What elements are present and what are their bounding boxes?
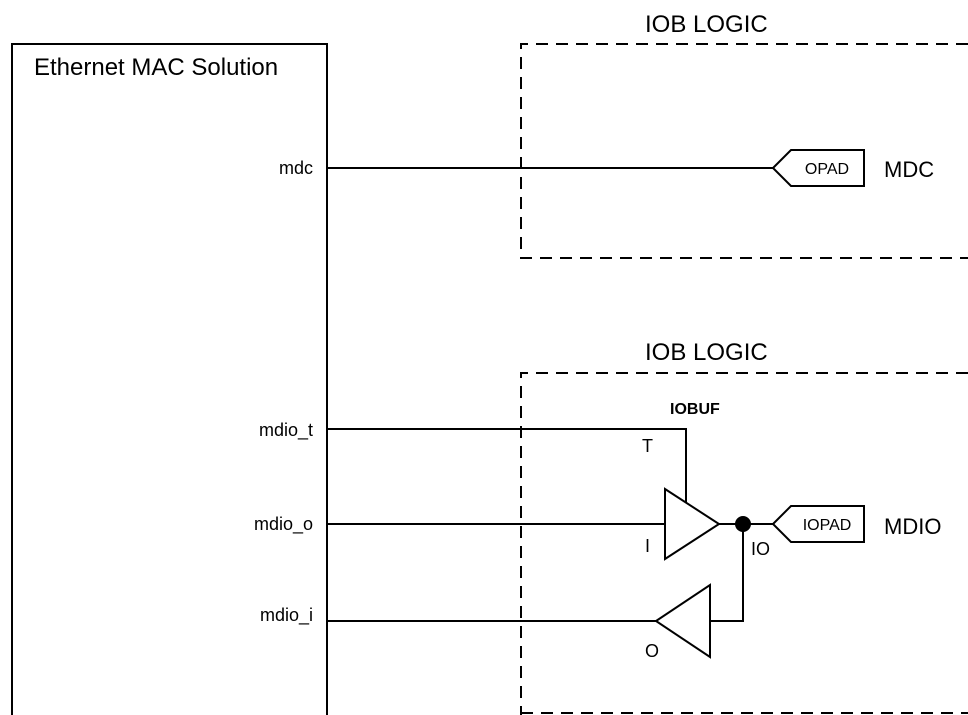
iopad-label: IOPAD — [803, 517, 852, 534]
iob-bottom-boundary — [520, 372, 968, 715]
iob-logic-bottom: IOB LOGIC IOBUF — [520, 339, 968, 715]
io-feedback-wire — [710, 524, 744, 622]
mdio-i-path: mdio_i O — [260, 524, 744, 661]
port-io-label: IO — [751, 539, 770, 559]
signal-mdio-t-label: mdio_t — [259, 420, 313, 441]
iob-bottom-label: IOB LOGIC — [645, 339, 768, 366]
iob-top-label: IOB LOGIC — [645, 11, 768, 38]
mdc-path: mdc OPAD MDC — [279, 149, 934, 187]
signal-mdio-i-label: mdio_i — [260, 605, 313, 626]
mac-block-title: Ethernet MAC Solution — [34, 54, 278, 81]
opad-label: OPAD — [805, 161, 849, 178]
port-i-label: I — [645, 536, 650, 556]
mdio-t-path: mdio_t T — [259, 420, 687, 508]
port-o-label: O — [645, 641, 659, 661]
input-buffer-triangle — [654, 583, 711, 659]
ethernet-mac-block: Ethernet MAC Solution — [11, 43, 328, 715]
mdio-o-path: mdio_o I IO IOPAD MDIO — [254, 487, 941, 561]
iobuf-label: IOBUF — [670, 401, 720, 418]
iopad-symbol — [771, 505, 865, 543]
iob-logic-top: IOB LOGIC — [520, 11, 968, 259]
opad-symbol — [771, 149, 865, 187]
signal-mdc-label: mdc — [279, 158, 313, 178]
mdio-t-wire — [327, 428, 687, 508]
mac-block-outline — [11, 43, 328, 715]
port-t-label: T — [642, 436, 653, 456]
pin-mdio-label: MDIO — [884, 514, 941, 539]
signal-mdio-o-label: mdio_o — [254, 514, 313, 535]
output-buffer-triangle — [664, 487, 721, 561]
pin-mdc-label: MDC — [884, 157, 934, 182]
iob-top-boundary — [520, 43, 968, 259]
